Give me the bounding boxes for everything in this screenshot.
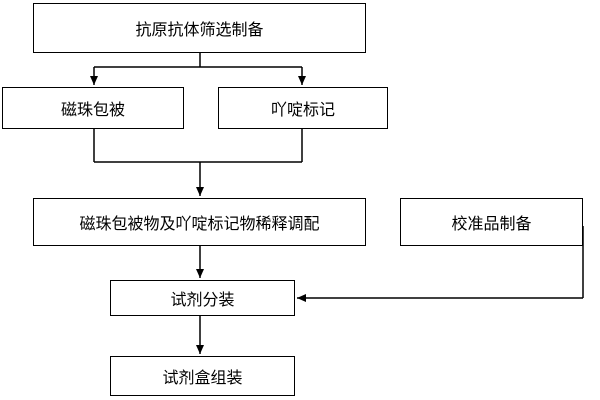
node-reagent-dispensing: 试剂分装 [110, 280, 295, 316]
node-bead-coating-label: 磁珠包被 [60, 100, 125, 119]
node-dilution-prep: 磁珠包被物及吖啶标记物稀释调配 [33, 198, 366, 246]
node-reagent-dispensing-label: 试剂分装 [170, 290, 235, 309]
node-kit-assembly-label: 试剂盒组装 [162, 368, 243, 387]
node-dilution-prep-label: 磁珠包被物及吖啶标记物稀释调配 [79, 214, 320, 233]
node-antibody-screening-label: 抗原抗体筛选制备 [135, 20, 264, 39]
node-bead-coating: 磁珠包被 [2, 87, 184, 129]
node-antibody-screening: 抗原抗体筛选制备 [33, 3, 366, 53]
node-calibrator-prep: 校准品制备 [400, 198, 583, 246]
node-kit-assembly: 试剂盒组装 [110, 356, 295, 396]
node-acridine-labeling-label: 吖啶标记 [270, 100, 335, 119]
node-acridine-labeling: 吖啶标记 [218, 87, 388, 129]
node-calibrator-prep-label: 校准品制备 [451, 214, 532, 233]
